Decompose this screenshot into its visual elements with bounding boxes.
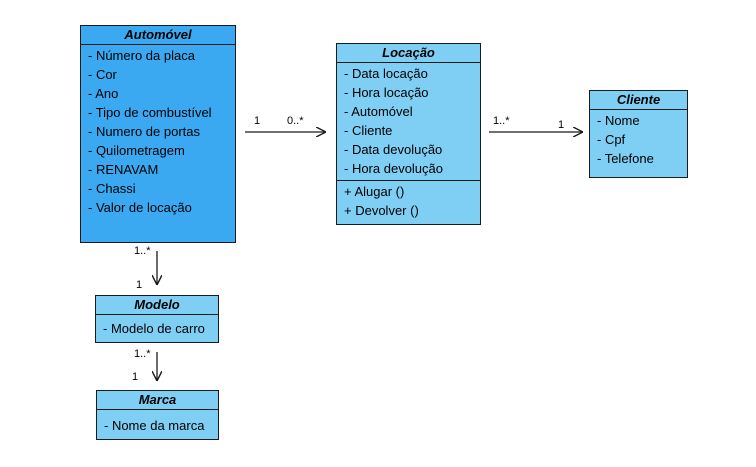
multiplicity-modelo-marca-target: 1 xyxy=(132,371,139,383)
class-attribute: - Valor de locação xyxy=(88,200,192,215)
class-locacao-attributes: - Data locação - Hora locação - Automóvel -… xyxy=(337,63,480,180)
class-attribute: - Hora devolução xyxy=(344,161,443,176)
class-modelo-attributes: - Modelo de carro xyxy=(96,315,218,340)
class-modelo[interactable]: Modelo - Modelo de carro xyxy=(95,295,219,343)
class-locacao[interactable]: Locação - Data locação - Hora locação - Au… xyxy=(336,43,481,225)
class-automovel-attributes: - Número da placa - Cor - Ano - Tipo de com… xyxy=(81,45,235,219)
class-cliente[interactable]: Cliente - Nome - Cpf - Telefone xyxy=(589,90,688,178)
class-attribute: - Numero de portas xyxy=(88,124,200,139)
class-marca-title: Marca xyxy=(97,391,218,410)
multiplicity-automovel-modelo-source: 1..* xyxy=(134,245,151,257)
multiplicity-automovel-locacao-source: 1 xyxy=(254,115,261,127)
class-attribute: - Modelo de carro xyxy=(103,321,205,336)
class-cliente-attributes: - Nome - Cpf - Telefone xyxy=(590,110,687,170)
class-attribute: - Data devolução xyxy=(344,142,443,157)
class-attribute: - Chassi xyxy=(88,181,136,196)
class-attribute: - Nome da marca xyxy=(104,418,205,433)
multiplicity-automovel-locacao-target: 0..* xyxy=(287,115,304,127)
class-attribute: - Quilometragem xyxy=(88,143,185,158)
class-operation: + Devolver () xyxy=(344,203,419,218)
class-attribute: - Cpf xyxy=(597,132,626,147)
class-attribute: - Ano xyxy=(88,86,119,101)
multiplicity-modelo-marca-source: 1..* xyxy=(134,348,151,360)
class-attribute: - Telefone xyxy=(597,151,654,166)
class-attribute: - Hora locação xyxy=(344,85,429,100)
class-automovel-title: Automóvel xyxy=(81,26,235,45)
class-cliente-title: Cliente xyxy=(590,91,687,110)
class-attribute: - Nome xyxy=(597,113,640,128)
class-attribute: - Cliente xyxy=(344,123,393,138)
multiplicity-automovel-modelo-target: 1 xyxy=(136,279,143,291)
class-modelo-title: Modelo xyxy=(96,296,218,315)
class-attribute: - Cor xyxy=(88,67,117,82)
class-automovel[interactable]: Automóvel - Número da placa - Cor - Ano - T… xyxy=(80,25,236,243)
class-locacao-operations: + Alugar () + Devolver () xyxy=(337,180,480,222)
class-attribute: - Data locação xyxy=(344,66,428,81)
class-marca[interactable]: Marca - Nome da marca xyxy=(96,390,219,440)
multiplicity-locacao-cliente-target: 1 xyxy=(558,119,565,131)
class-attribute: - Automóvel xyxy=(344,104,413,119)
class-attribute: - RENAVAM xyxy=(88,162,159,177)
class-operation: + Alugar () xyxy=(344,184,405,199)
class-attribute: - Tipo de combustível xyxy=(88,105,212,120)
class-marca-attributes: - Nome da marca xyxy=(97,410,218,437)
class-locacao-title: Locação xyxy=(337,44,480,63)
multiplicity-locacao-cliente-source: 1..* xyxy=(493,115,510,127)
class-attribute: - Número da placa xyxy=(88,48,195,63)
